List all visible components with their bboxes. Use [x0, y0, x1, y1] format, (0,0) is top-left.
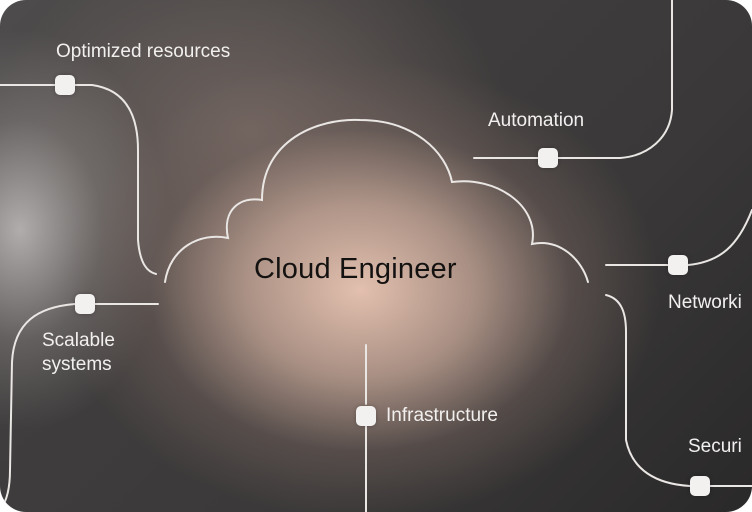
label-infrastructure: Infrastructure [386, 405, 498, 426]
label-systems: systems [42, 354, 112, 375]
label-automation: Automation [488, 110, 585, 131]
node-optimized [55, 75, 75, 95]
node-infrastructure [356, 406, 376, 426]
label-networking: Networki [668, 292, 742, 313]
node-scalable [75, 294, 95, 314]
node-automation [538, 148, 558, 168]
connector-scalable [0, 303, 159, 511]
center-title: Cloud Engineer [254, 253, 457, 285]
label-scalable: Scalable [42, 330, 115, 351]
node-security [690, 476, 710, 496]
connector-optimized [0, 84, 157, 275]
cloud-outline [164, 118, 589, 283]
connector-automation [473, 0, 673, 159]
node-networking [668, 255, 688, 275]
connector-security [605, 294, 752, 487]
label-optimized-resources: Optimized resources [56, 41, 231, 62]
connector-networking [605, 209, 752, 266]
label-security: Securi [688, 436, 742, 457]
